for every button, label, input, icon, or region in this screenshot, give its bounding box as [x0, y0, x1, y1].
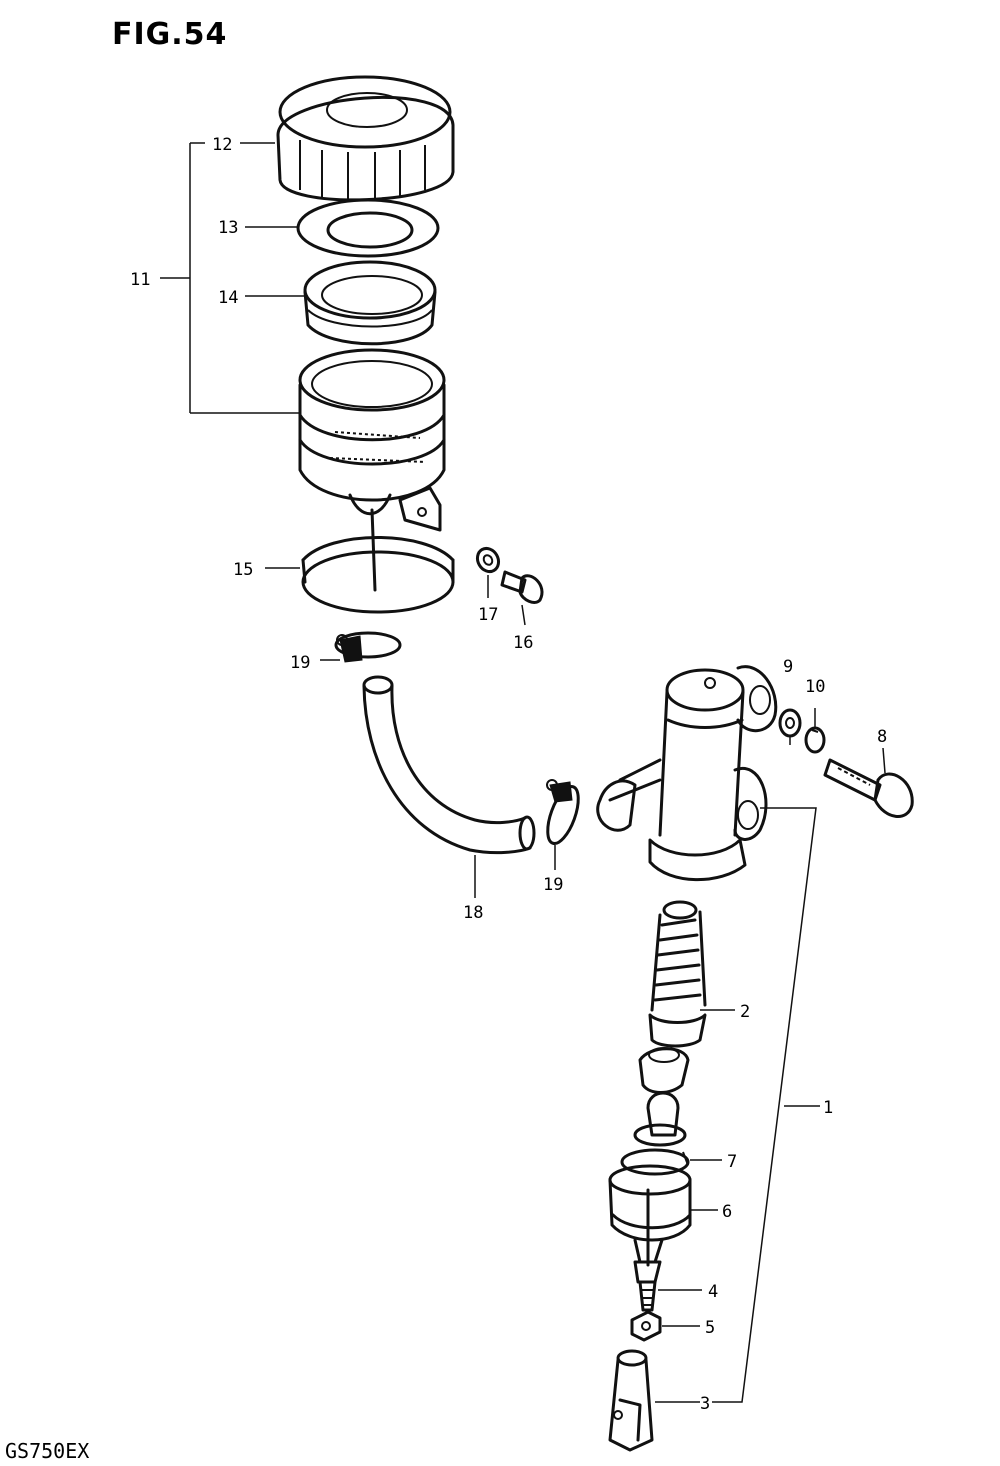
callout-3: 3: [700, 1394, 710, 1414]
lock-washer-10: [804, 726, 826, 754]
callout-labels: 12 13 11 14 15 17 16 19 9 10 8 19 18 2 1…: [130, 135, 887, 1414]
washer-9: [778, 708, 802, 738]
callout-9: 9: [783, 657, 793, 677]
bolt-8: [823, 758, 914, 818]
callout-19-lower: 19: [543, 875, 563, 895]
push-rod: [633, 1260, 662, 1312]
piston-cup: [638, 1047, 690, 1094]
callout-10: 10: [805, 677, 825, 697]
piston: [633, 1091, 687, 1147]
lock-nut: [630, 1310, 662, 1342]
callout-17: 17: [478, 605, 498, 625]
diaphragm: [303, 260, 437, 346]
reservoir-body: [298, 348, 446, 592]
callout-1: 1: [823, 1098, 833, 1118]
master-cylinder-body: [596, 665, 778, 882]
callout-19-upper: 19: [290, 653, 310, 673]
callout-7: 7: [727, 1152, 737, 1172]
callout-16: 16: [513, 633, 533, 653]
callout-2: 2: [740, 1002, 750, 1022]
callout-18: 18: [463, 903, 483, 923]
diaphragm-plate: [296, 198, 440, 258]
fluid-hose: [362, 675, 536, 855]
callout-12: 12: [212, 135, 232, 155]
washer-17: [475, 546, 501, 574]
reservoir-band: [301, 486, 455, 614]
callout-13: 13: [218, 218, 238, 238]
callout-4: 4: [708, 1282, 718, 1302]
callout-14: 14: [218, 288, 238, 308]
hose-clamp-lower: [546, 779, 580, 845]
callout-15: 15: [233, 560, 253, 580]
callout-8: 8: [877, 727, 887, 747]
callout-5: 5: [705, 1318, 715, 1338]
circlip-7: [620, 1148, 690, 1176]
clevis-rod-end: [608, 1349, 654, 1452]
figure-title: FIG.54: [112, 17, 227, 52]
return-spring: [648, 900, 707, 1048]
screw-16: [500, 570, 544, 604]
model-code: GS750EX: [5, 1439, 89, 1463]
reservoir-cap: [276, 75, 455, 202]
hose-clamp-upper: [334, 631, 402, 663]
callout-11: 11: [130, 270, 150, 290]
callout-6: 6: [722, 1202, 732, 1222]
leader-lines: [160, 142, 886, 1403]
dust-boot: [608, 1164, 692, 1267]
